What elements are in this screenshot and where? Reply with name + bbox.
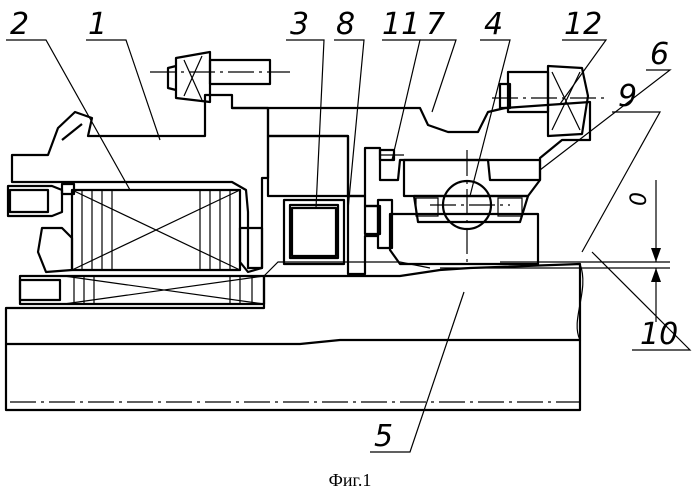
- callout-3: 3: [290, 7, 309, 42]
- stator-winding: [38, 190, 262, 272]
- callout-7: 7: [426, 7, 445, 42]
- callout-12: 12: [564, 7, 602, 42]
- figure-caption: Фиг.1: [329, 470, 372, 490]
- callout-5: 5: [374, 419, 393, 454]
- shaft: [6, 262, 583, 410]
- bolt-top-right: [492, 66, 604, 136]
- callout-4: 4: [484, 7, 503, 42]
- dimension-label: 0: [627, 192, 652, 206]
- gap-dimension: 0: [440, 180, 670, 322]
- callout-1: 1: [88, 7, 107, 42]
- rotor-winding: [20, 276, 264, 304]
- bearing-cover: [232, 102, 590, 196]
- callout-8: 8: [336, 7, 355, 42]
- callout-11: 11: [382, 7, 420, 42]
- callout-10: 10: [640, 317, 678, 352]
- callout-6: 6: [650, 37, 669, 72]
- housing: [8, 95, 268, 268]
- callout-9: 9: [618, 79, 637, 114]
- bearing: [390, 150, 540, 264]
- coil-3: [284, 200, 344, 264]
- callout-2: 2: [10, 7, 29, 42]
